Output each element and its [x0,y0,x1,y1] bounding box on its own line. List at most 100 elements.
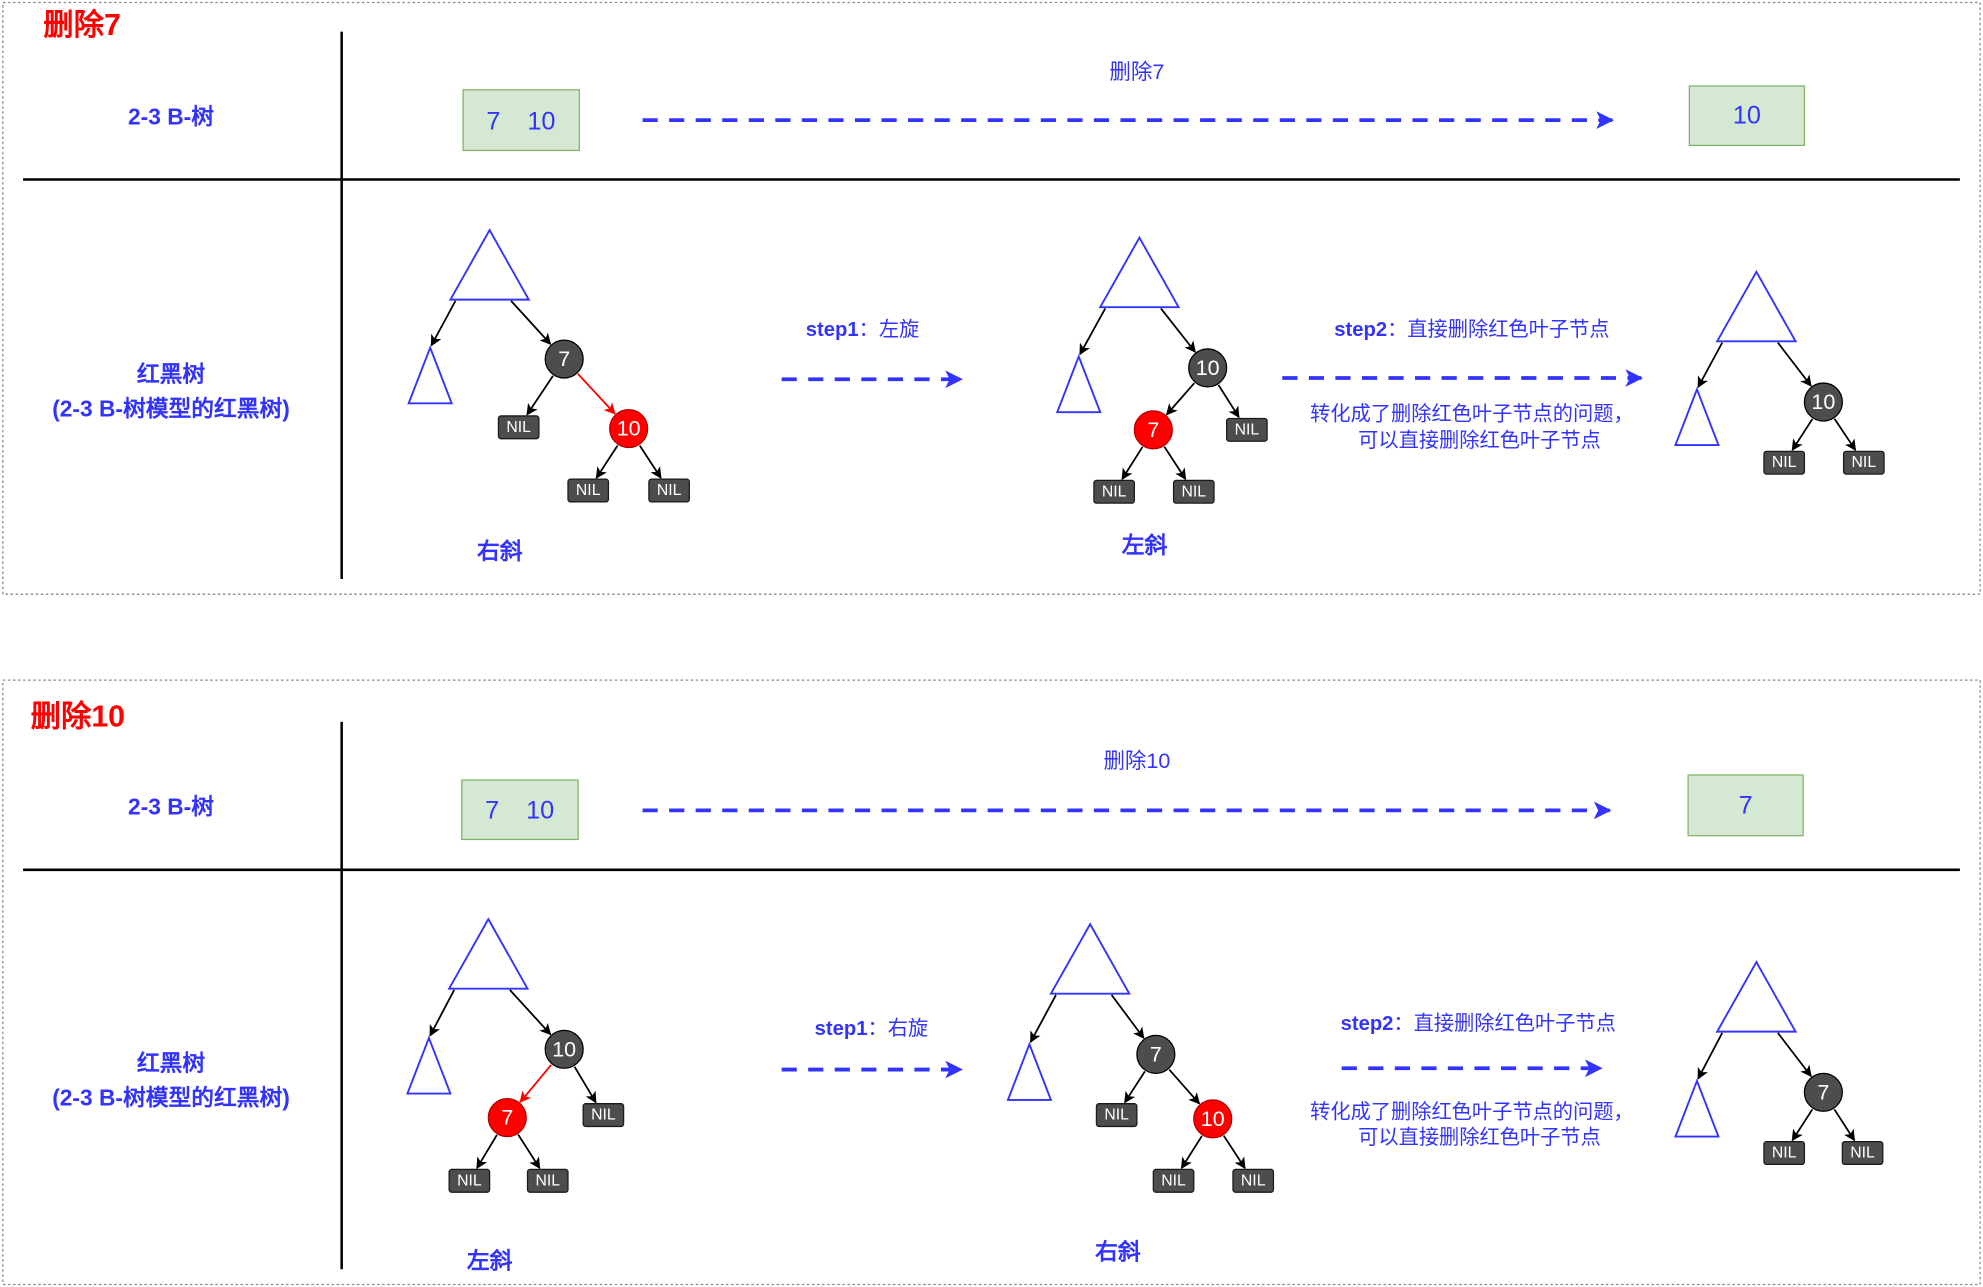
node-key: 7 [501,1106,513,1130]
btree-key: 7 [1739,791,1753,819]
tree-edge [430,300,457,347]
tree-edge [595,445,619,479]
tree-edge [1124,1070,1146,1104]
tree-edge [1160,307,1196,353]
nil-leaf: NIL [1095,1103,1138,1128]
node-key: 10 [1201,1107,1225,1131]
black-node: 10 [544,1029,584,1069]
subtree-triangle-small [1055,353,1102,414]
red-node: 7 [487,1097,527,1138]
subtree-triangle [448,228,531,301]
nil-label: NIL [535,1172,560,1189]
nil-box [1232,1168,1275,1193]
black-node: 7 [544,339,584,379]
step2-label: step2：直接删除红色叶子节点 [1341,1012,1616,1035]
tree-edge [476,1134,498,1170]
btree-row-label: 2-3 B-树 [128,794,214,820]
nil-leaf: NIL [1841,1140,1884,1166]
tree-edge [1217,384,1240,419]
rbtree-row-label: 红黑树 [137,361,205,387]
node-circle [487,1097,527,1138]
subtree-triangle-small [1674,386,1720,446]
tree-edge [509,989,552,1036]
tree-edge [1833,418,1857,452]
nil-leaf: NIL [1152,1168,1195,1193]
nil-leaf: NIL [1172,479,1215,504]
nil-box [1841,1140,1884,1166]
tree-edge [429,989,455,1037]
tree-edge [1163,446,1187,481]
nil-box [448,1168,491,1193]
btree-key: 7 [485,796,499,824]
nil-label: NIL [591,1107,616,1124]
nil-label: NIL [506,419,531,436]
nil-box [1226,417,1268,442]
btree-node-before [462,89,580,152]
node-key: 10 [552,1037,576,1061]
step-note: 可以直接删除红色叶子节点 [1358,429,1601,452]
tree-edge [1777,1032,1812,1078]
step1-label-text: ：右旋 [867,1017,928,1040]
subtree-triangle [1715,960,1798,1033]
step1-label-step: step1 [815,1018,868,1040]
nil-label: NIL [1161,1172,1186,1189]
tree-edge [1079,308,1107,356]
node-circle [1193,1099,1233,1139]
nil-box [1093,479,1135,504]
btree-node-before [461,779,579,841]
nil-leaf: NIL [448,1168,491,1193]
subtree-triangle [1098,235,1181,309]
section-title: 删除7 [43,7,121,42]
nil-box [582,1103,625,1128]
red-node: 10 [1193,1099,1233,1139]
tree-edge [573,1066,597,1104]
section-frame [2,1,1981,595]
nil-leaf: NIL [1763,1140,1806,1166]
node-circle [1803,1072,1843,1112]
nil-box [526,1168,569,1193]
step2-label-step: step2 [1341,1013,1394,1035]
nil-leaf: NIL [648,478,690,503]
nil-leaf: NIL [526,1168,569,1193]
nil-leaf: NIL [1842,450,1885,475]
nil-leaf: NIL [1226,417,1268,442]
nil-leaf: NIL [582,1103,625,1128]
tree-edge [510,300,552,345]
btree-node-after [1688,85,1806,147]
tree-edge [638,445,662,479]
tree-caption: 左斜 [467,1247,513,1273]
black-node: 10 [1188,348,1228,388]
operation-label: 删除7 [1109,60,1164,84]
node-key: 7 [1147,418,1159,442]
red-node: 10 [609,408,649,449]
nil-label: NIL [576,482,601,499]
tree-edge [1121,446,1144,481]
subtree-triangle-small [1674,1078,1720,1138]
tree-edge [1791,418,1814,452]
nil-label: NIL [1772,454,1797,471]
tree-edge [1165,382,1196,416]
nil-label: NIL [1102,483,1127,500]
tree-edge [1029,994,1057,1044]
btree-key: 10 [527,107,555,135]
node-circle [609,408,649,449]
nil-label: NIL [1772,1144,1797,1161]
node-circle [544,1029,584,1069]
step1-label: step1：右旋 [815,1017,929,1040]
nil-box [1095,1103,1138,1128]
node-key: 10 [617,417,641,441]
step-note: 可以直接删除红色叶子节点 [1358,1126,1601,1149]
nil-label: NIL [1104,1107,1129,1124]
step2-label: step2：直接删除红色叶子节点 [1334,318,1609,341]
step2-label-step: step2 [1334,319,1387,341]
node-circle [1803,382,1843,422]
